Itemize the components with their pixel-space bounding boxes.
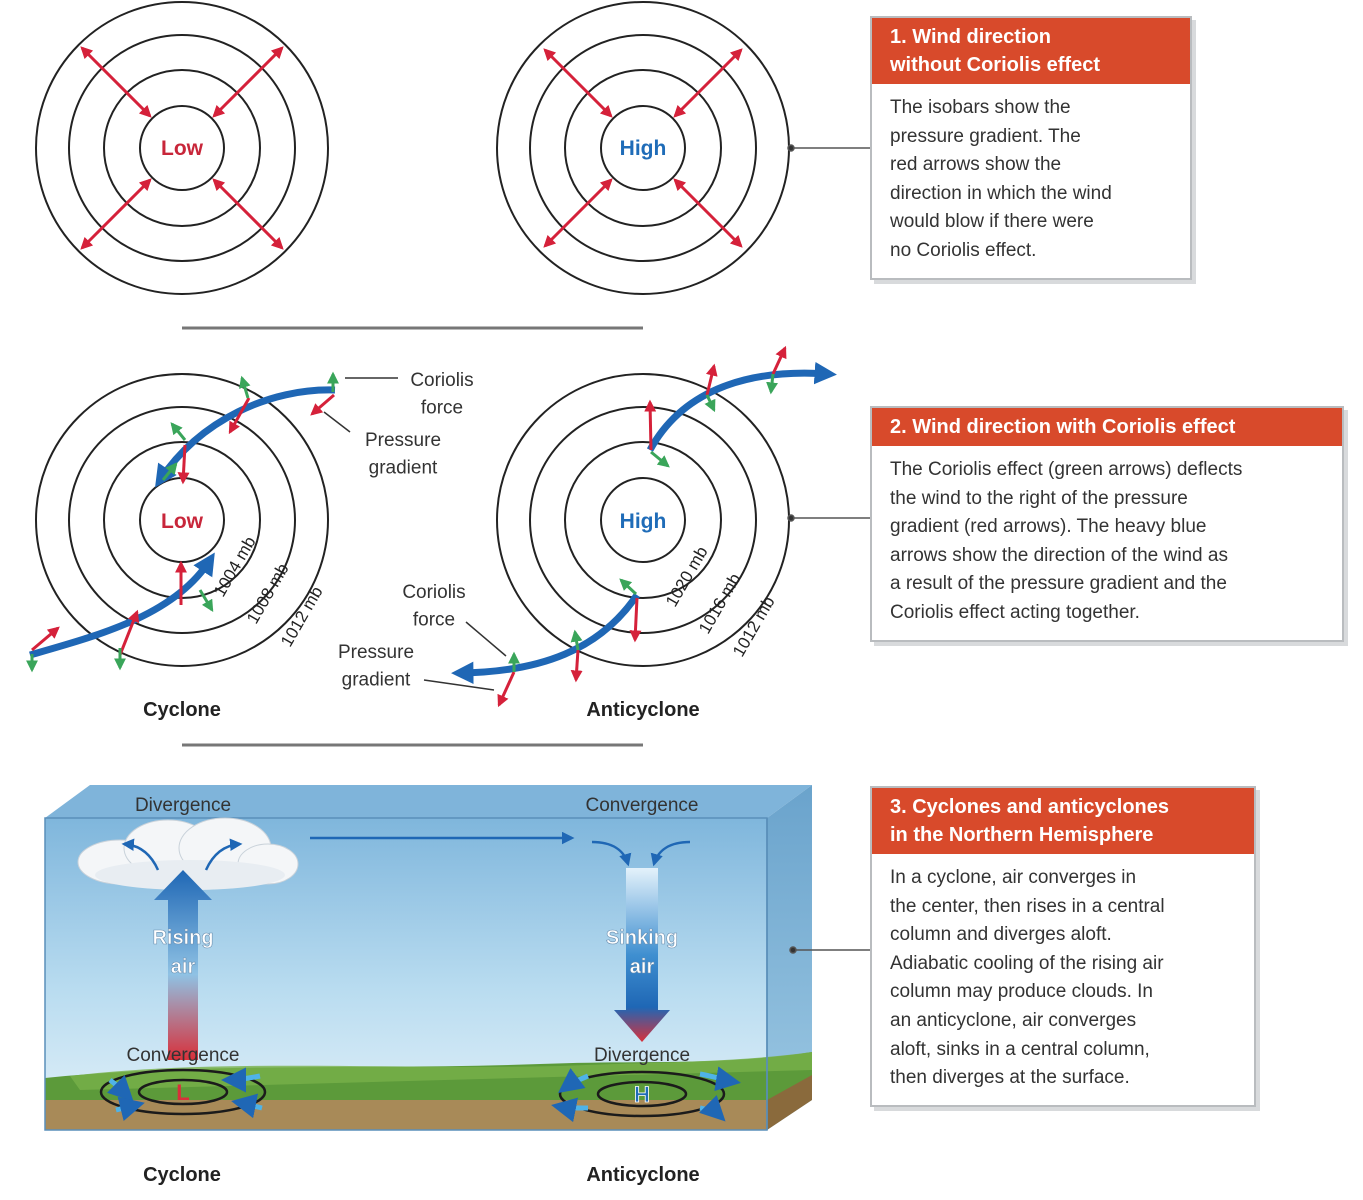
surface-high-rings [558, 1070, 726, 1118]
panel-wind-without-coriolis: 1. Wind direction without Coriolis effec… [870, 16, 1192, 280]
isobar [600, 477, 686, 563]
isobar-label-1008: 1008 mb [243, 560, 293, 627]
wind-arrow-upper [155, 386, 336, 488]
divergence-top-label: Divergence [135, 795, 231, 816]
cyclone-caption: Cyclone [143, 699, 221, 721]
pressure-gradient-arrows [31, 393, 335, 656]
isobar [139, 105, 225, 191]
leader-line [423, 679, 495, 691]
wind-arrow-upper [646, 361, 837, 452]
isobar [35, 373, 329, 667]
panel-title: 2. Wind direction with Coriolis effect [872, 408, 1342, 446]
sinking-air-arrow [614, 868, 670, 1042]
panel-title: 3. Cyclones and anticyclones in the Nort… [872, 788, 1254, 854]
anticyclone-caption-bottom: Anticyclone [586, 1164, 699, 1186]
block-outline [44, 817, 768, 1131]
pressure-gradient-arrows [497, 345, 787, 708]
isobar-label-1012: 1012 mb [277, 583, 327, 650]
convergence-arrow [650, 840, 691, 867]
panel-wind-with-coriolis: 2. Wind direction with Coriolis effect T… [870, 406, 1344, 642]
isobar-pressure-labels: 1020 mb 1016 mb 1012 mb [662, 543, 779, 660]
wind-arrow-lower [29, 552, 215, 659]
panel-text: The Coriolis effect (green arrows) defle… [890, 459, 1243, 623]
leader-line [465, 621, 507, 657]
isobar-pressure-labels: 1004 mb 1008 mb 1012 mb [210, 533, 327, 650]
convergence-arrow [591, 840, 632, 867]
surface-divergence-arrows [551, 1066, 741, 1123]
row1-high-pressure-diagram: High [496, 1, 790, 295]
panel-connectors [787, 144, 870, 954]
isobar [68, 406, 296, 634]
block-side-face [767, 785, 812, 1130]
isobar [600, 105, 686, 191]
isobar-label-1012: 1012 mb [729, 593, 779, 660]
row2-cyclone-diagram: Low 1004 mb 1008 mb 1012 mb [26, 370, 474, 721]
cyclone-caption-bottom: Cyclone [143, 1164, 221, 1186]
isobar-label-1016: 1016 mb [695, 570, 745, 637]
divergence-bottom-label: Divergence [594, 1045, 690, 1066]
coriolis-force-arrows [508, 373, 779, 672]
pressure-gradient-arrows [80, 46, 284, 250]
panel-cyclones-anticyclones: 3. Cyclones and anticyclones in the Nort… [870, 786, 1256, 1107]
panel-text: In a cyclone, air converges in the cente… [890, 867, 1165, 1089]
isobar [529, 34, 757, 262]
high-marker: H [634, 1082, 650, 1107]
isobar [564, 69, 722, 227]
pressure-gradient-arrows [543, 48, 743, 248]
wind-arrow-lower [451, 593, 640, 685]
high-label: High [620, 510, 667, 533]
low-label: Low [161, 510, 204, 533]
convergence-top-label: Convergence [585, 795, 698, 816]
divergence-arrow [204, 838, 243, 871]
low-marker: L [176, 1080, 189, 1105]
convergence-bottom-label: Convergence [126, 1045, 239, 1066]
isobar [529, 406, 757, 634]
rising-air-arrow [154, 870, 212, 1060]
anticyclone-caption: Anticyclone [586, 699, 699, 721]
panel-title: 1. Wind direction without Coriolis effec… [872, 18, 1190, 84]
leader-line [323, 411, 351, 433]
high-label: High [620, 137, 667, 160]
isobar [35, 1, 329, 295]
block-top-face [45, 785, 812, 818]
row1-low-pressure-diagram: Low [35, 1, 329, 295]
isobar [103, 69, 261, 227]
coriolis-force-arrows [26, 371, 339, 673]
low-label: Low [161, 137, 204, 160]
surface-convergence-arrows [107, 1067, 263, 1121]
isobar [564, 441, 722, 599]
panel-text: The isobars show the pressure gradient. … [890, 97, 1112, 261]
divergence-arrow [121, 838, 160, 871]
isobar [68, 34, 296, 262]
